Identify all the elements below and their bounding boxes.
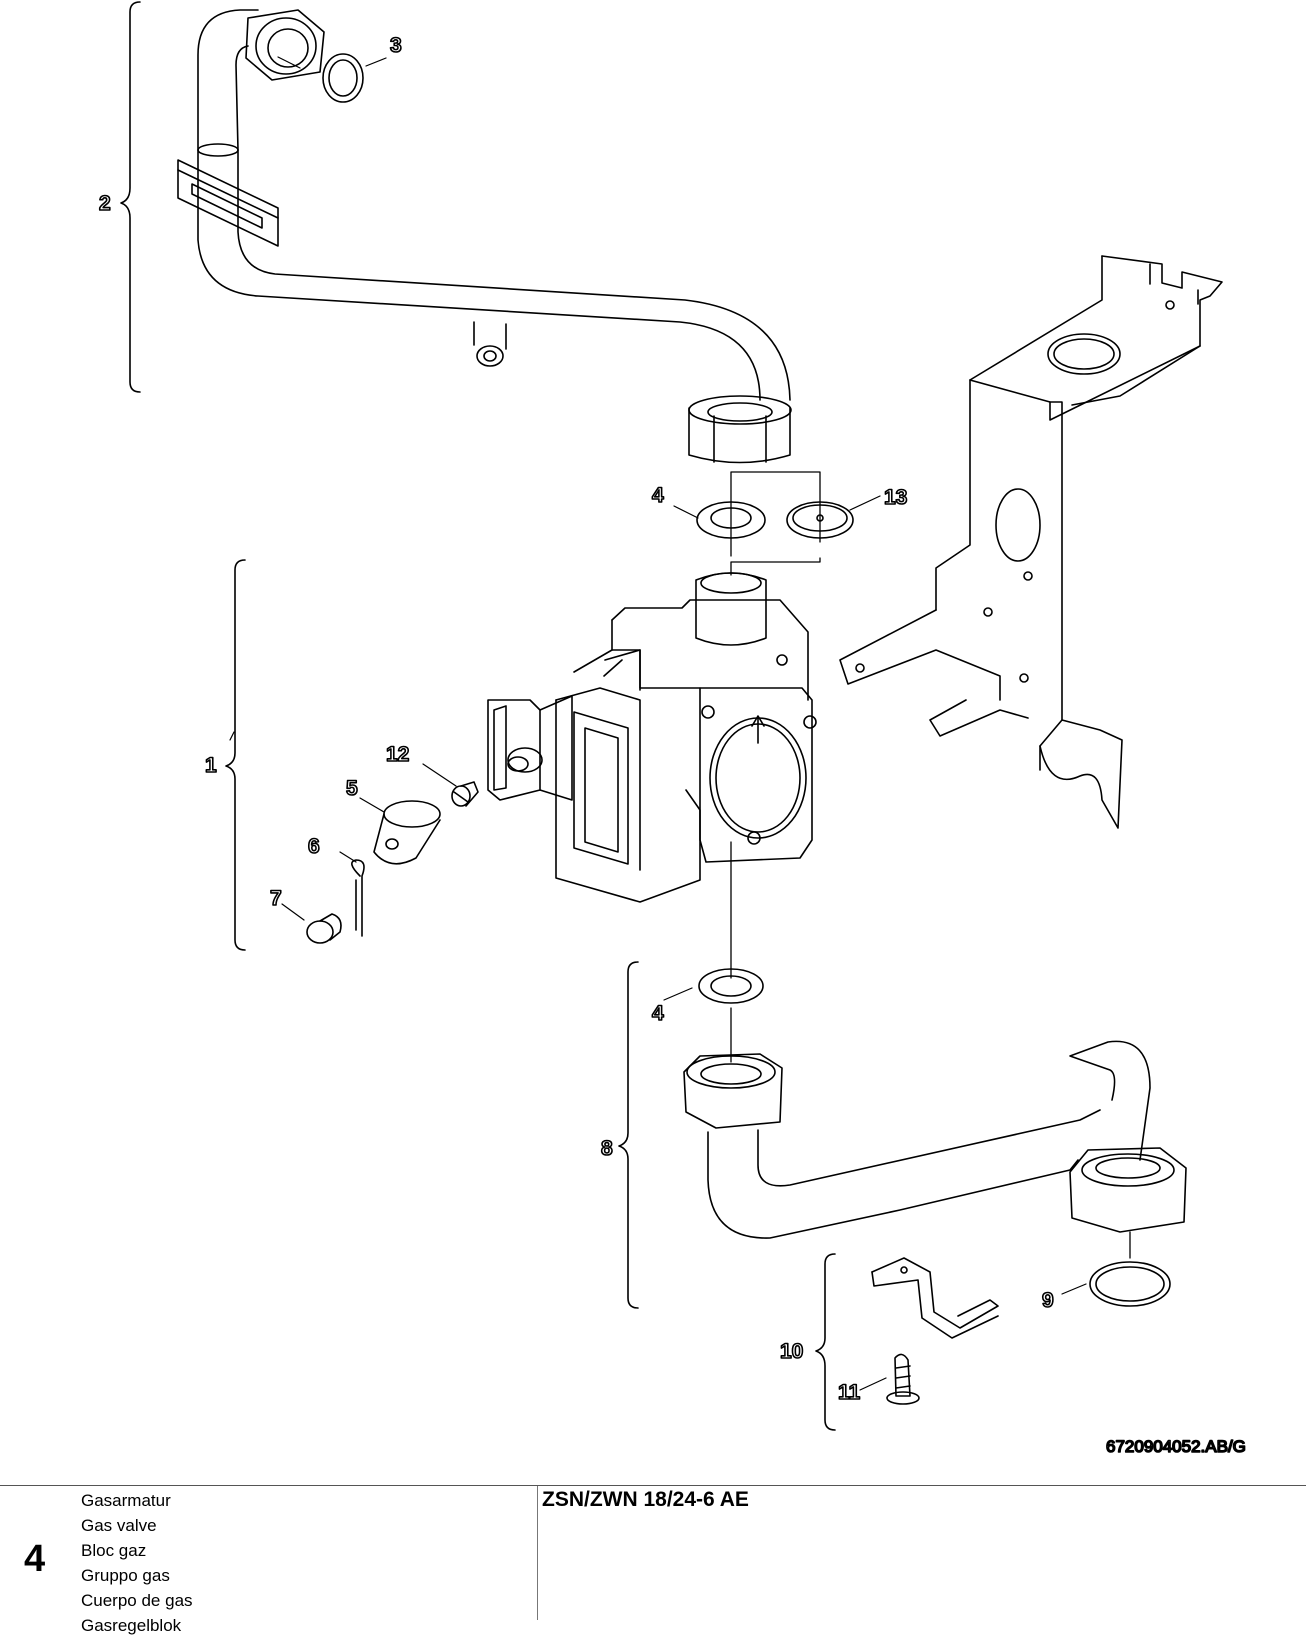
- mounting-bracket: [839, 255, 1223, 829]
- union-nut-upper-pipe-end: [688, 395, 792, 464]
- callout-13: 13: [884, 486, 907, 509]
- gas-valve-body: [487, 572, 817, 903]
- callout-6: 6: [308, 835, 320, 858]
- callout-11: 11: [838, 1381, 861, 1404]
- footer-divider: [537, 1486, 538, 1620]
- callout-4-lower: 4: [652, 1002, 664, 1025]
- part-12-nozzle: [451, 781, 479, 807]
- part-4-sealing-ring-lower: [698, 968, 764, 1004]
- part-4-sealing-ring-upper: [696, 501, 766, 539]
- callout-1: 1: [205, 754, 217, 777]
- assembly-title-translations: Gasarmatur Gas valve Bloc gaz Gruppo gas…: [81, 1488, 193, 1638]
- callout-5: 5: [346, 777, 358, 800]
- bracket-assembly-1: [225, 559, 246, 951]
- part-3-seal-ring: [322, 53, 364, 103]
- callout-7: 7: [270, 887, 282, 910]
- callout-8: 8: [601, 1137, 613, 1160]
- part-13-restrictor-disc: [786, 501, 854, 539]
- part-6-split-pin: [351, 859, 365, 937]
- title-en: Gas valve: [81, 1516, 157, 1535]
- exploded-parts-diagram: 1 2 3 4 4 5 6 7 8 9 10 11 12 13 67209040…: [98, 1, 1247, 1457]
- part-9-sealing-ring: [1089, 1261, 1171, 1307]
- part-10-pipe-clip: [871, 1257, 999, 1339]
- bracket-assembly-10: [815, 1253, 836, 1431]
- assembly-axis-lines: [730, 471, 821, 1063]
- title-fr: Bloc gaz: [81, 1541, 147, 1560]
- leader-lines: [229, 56, 1087, 1391]
- model-designation: ZSN/ZWN 18/24-6 AE: [542, 1488, 749, 1511]
- callout-12: 12: [386, 743, 409, 766]
- callout-2: 2: [99, 192, 111, 215]
- title-nl: Gasregelblok: [81, 1616, 182, 1635]
- title-es: Cuerpo de gas: [81, 1591, 193, 1610]
- part-11-screw: [886, 1353, 920, 1405]
- title-de: Gasarmatur: [81, 1491, 171, 1510]
- gas-pipe-upper: [197, 9, 791, 401]
- title-it: Gruppo gas: [81, 1566, 170, 1585]
- part-7-cap: [306, 913, 342, 944]
- union-nut-top: [245, 9, 325, 81]
- part-5-rubber-cap: [373, 800, 441, 865]
- bracket-assembly-8: [618, 961, 639, 1309]
- callout-3: 3: [390, 34, 402, 57]
- parts-page-footer: 4 Gasarmatur Gas valve Bloc gaz Gruppo g…: [0, 1485, 1306, 1635]
- page-number: 4: [24, 1538, 46, 1580]
- drawing-code: 6720904052.AB/G: [1106, 1437, 1246, 1456]
- callout-10: 10: [780, 1340, 803, 1363]
- part-8-gas-pipe-lower: [683, 1040, 1187, 1239]
- callout-4-upper: 4: [652, 484, 664, 507]
- bracket-assembly-2: [120, 1, 141, 393]
- callout-9: 9: [1042, 1289, 1054, 1312]
- pipe-clip-rail: [177, 159, 279, 247]
